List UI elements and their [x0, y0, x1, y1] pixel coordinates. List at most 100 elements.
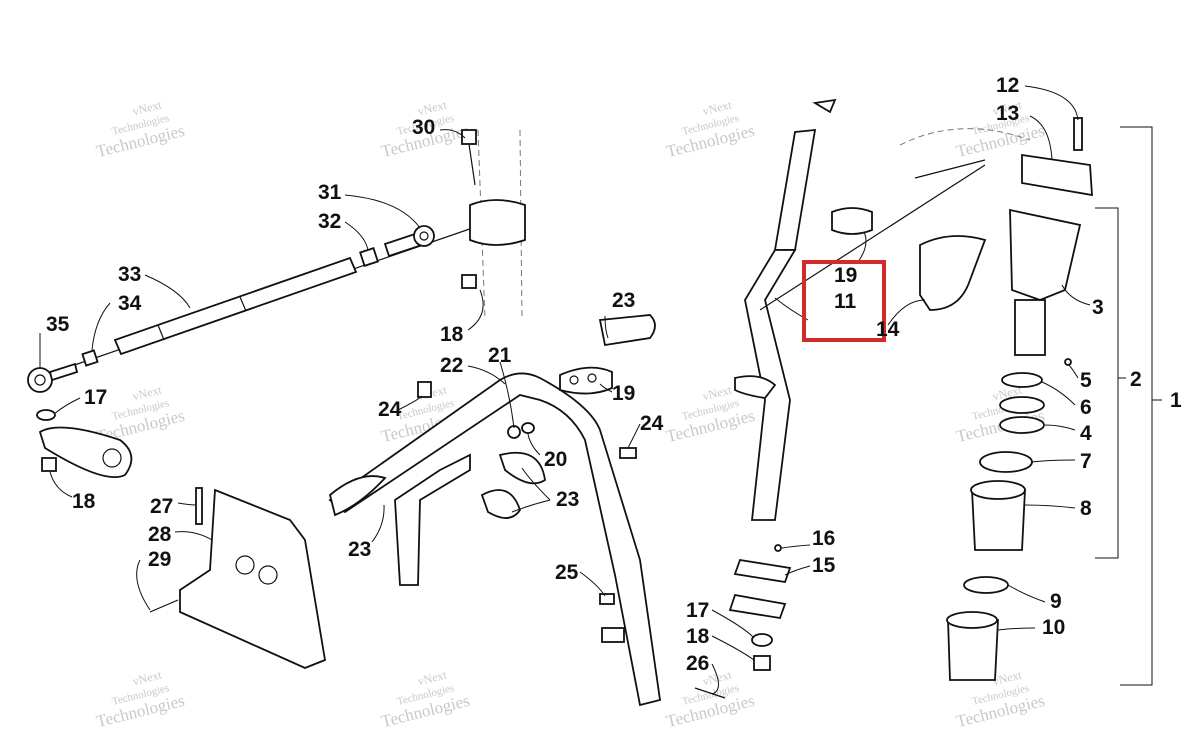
axis-line	[759, 164, 986, 311]
callout-31: 31	[318, 181, 342, 204]
ring-6	[1001, 372, 1043, 388]
callout-12: 12	[996, 74, 1019, 97]
bracket-1	[1120, 126, 1153, 686]
callout-16: 16	[812, 527, 835, 550]
leader-lines	[39, 85, 1091, 695]
callout-19-lower: 19	[612, 382, 635, 405]
callout-35: 35	[46, 313, 70, 336]
nut-18-left	[41, 457, 57, 472]
callout-11: 11	[834, 290, 857, 313]
washer-17	[36, 409, 56, 421]
rod-end-stud	[48, 362, 79, 382]
callout-14: 14	[876, 318, 900, 341]
callout-23-left: 23	[348, 538, 371, 561]
callout-22: 22	[440, 354, 463, 377]
callout-5: 5	[1080, 369, 1092, 392]
callout-6: 6	[1080, 396, 1092, 419]
callout-34: 34	[118, 292, 142, 315]
ring-4	[999, 416, 1045, 434]
column-shaft-3	[1014, 299, 1046, 356]
shield-plate-28	[179, 488, 327, 669]
callout-9: 9	[1050, 590, 1062, 613]
callout-17-lower: 17	[686, 599, 709, 622]
fitting-25	[599, 593, 615, 605]
callout-2: 2	[1130, 368, 1142, 391]
rod-end-31	[413, 225, 435, 247]
pin-16	[774, 544, 782, 552]
callout-29: 29	[148, 548, 171, 571]
bracket-2	[1095, 207, 1119, 559]
washer-17-lower	[751, 633, 773, 647]
tie-rod-band	[157, 324, 165, 341]
steering-post-upper	[773, 128, 817, 251]
tie-rod-joint	[239, 296, 247, 312]
strip-27	[195, 487, 203, 525]
bolt-24-right	[619, 447, 637, 459]
callout-18-tube: 18	[440, 323, 464, 346]
callout-30: 30	[412, 116, 435, 139]
support-frame-22	[328, 372, 662, 707]
callout-25: 25	[555, 561, 579, 584]
callout-24-left: 24	[378, 398, 402, 421]
frame-tube	[461, 129, 526, 321]
fitting-lower	[601, 627, 625, 643]
boot-10	[947, 619, 999, 681]
bushing-8-top	[970, 480, 1026, 500]
jam-nut-34	[81, 349, 99, 367]
callout-3: 3	[1092, 296, 1104, 319]
callout-8: 8	[1080, 497, 1092, 520]
callout-19-upper: 19	[834, 264, 857, 287]
callout-18-left: 18	[72, 490, 96, 513]
callout-28: 28	[148, 523, 172, 546]
screw-26	[694, 687, 726, 699]
column-outline	[899, 128, 1031, 146]
callout-24-right: 24	[640, 412, 664, 435]
highlight-box	[802, 260, 886, 342]
callout-4: 4	[1080, 422, 1092, 445]
callout-1: 1	[1170, 389, 1182, 412]
clip-23-mid-low	[480, 489, 521, 519]
callout-26: 26	[686, 652, 709, 675]
callout-32: 32	[318, 210, 341, 233]
ball-5	[1064, 358, 1072, 366]
rod-end-35	[27, 367, 53, 393]
plate-15	[733, 558, 792, 584]
column-head-3	[1009, 208, 1082, 301]
steering-arm	[38, 426, 133, 479]
post-bracket	[734, 375, 777, 399]
jam-nut-32	[359, 247, 379, 267]
tie-rod-33	[113, 256, 358, 356]
ring-7	[979, 451, 1033, 473]
watermark: vNext Technologies Technologies	[94, 667, 186, 731]
rod-end-31-hole	[419, 231, 429, 241]
callout-10: 10	[1042, 616, 1065, 639]
callout-21: 21	[488, 344, 512, 367]
callout-27: 27	[150, 495, 173, 518]
watermark: vNext Technologies Technologies	[94, 97, 186, 161]
callout-7: 7	[1080, 450, 1092, 473]
callout-17-left: 17	[84, 386, 107, 409]
bolt-24-left	[417, 381, 432, 398]
spring-4	[999, 396, 1045, 414]
watermark: vNext Technologies Technologies	[379, 667, 471, 731]
washer-20	[521, 422, 535, 434]
callout-23-top: 23	[612, 289, 635, 312]
callouts: 1 2 3 4 5 6 7 8 9 10 11 12 13 14 15 16 1…	[46, 74, 1182, 675]
cover-14	[919, 235, 987, 311]
screw-12	[1073, 117, 1083, 151]
bracket-19-hole	[587, 373, 597, 383]
column-assembly	[899, 117, 1093, 681]
boot-10-top	[946, 611, 998, 629]
bracket-19-upper	[831, 207, 873, 235]
ring-9	[963, 576, 1009, 594]
nut-18-tube	[461, 274, 477, 289]
long-bolt	[914, 159, 986, 179]
bolt-30-shank	[468, 143, 476, 186]
tie-rod-assembly	[27, 221, 491, 479]
callout-23-mid: 23	[556, 488, 579, 511]
post-flag	[812, 98, 837, 114]
shield-plate	[149, 487, 327, 669]
callout-15: 15	[812, 554, 836, 577]
rod-end-hole	[34, 374, 46, 386]
